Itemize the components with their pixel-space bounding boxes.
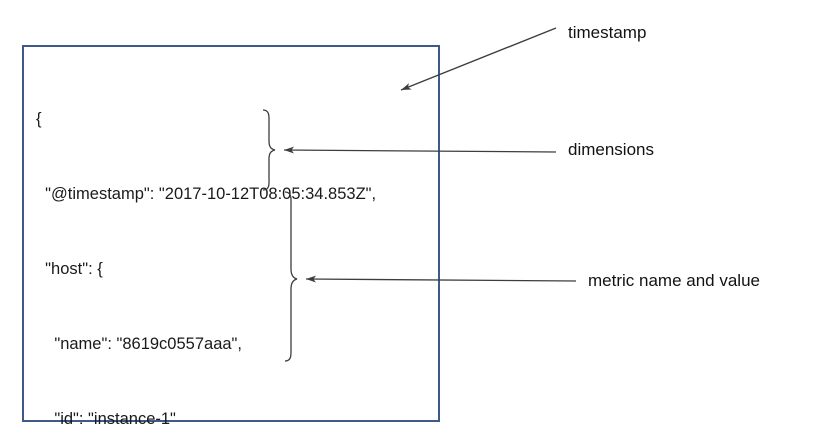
json-code-block: { "@timestamp": "2017-10-12T08:05:34.853… (36, 57, 376, 437)
annotation-label-dimensions: dimensions (568, 140, 654, 159)
json-line-timestamp: "@timestamp": "2017-10-12T08:05:34.853Z"… (36, 185, 377, 203)
json-line-host-open: "host": { (36, 260, 103, 278)
json-line-host-id: "id": "instance-1" (36, 410, 176, 428)
annotation-label-metric: metric name and value (588, 271, 760, 290)
json-line-host-name: "name": "8619c0557aaa", (36, 335, 242, 353)
json-line: { (36, 110, 42, 128)
annotation-label-timestamp: timestamp (568, 23, 647, 42)
json-document-box: { "@timestamp": "2017-10-12T08:05:34.853… (22, 45, 440, 428)
